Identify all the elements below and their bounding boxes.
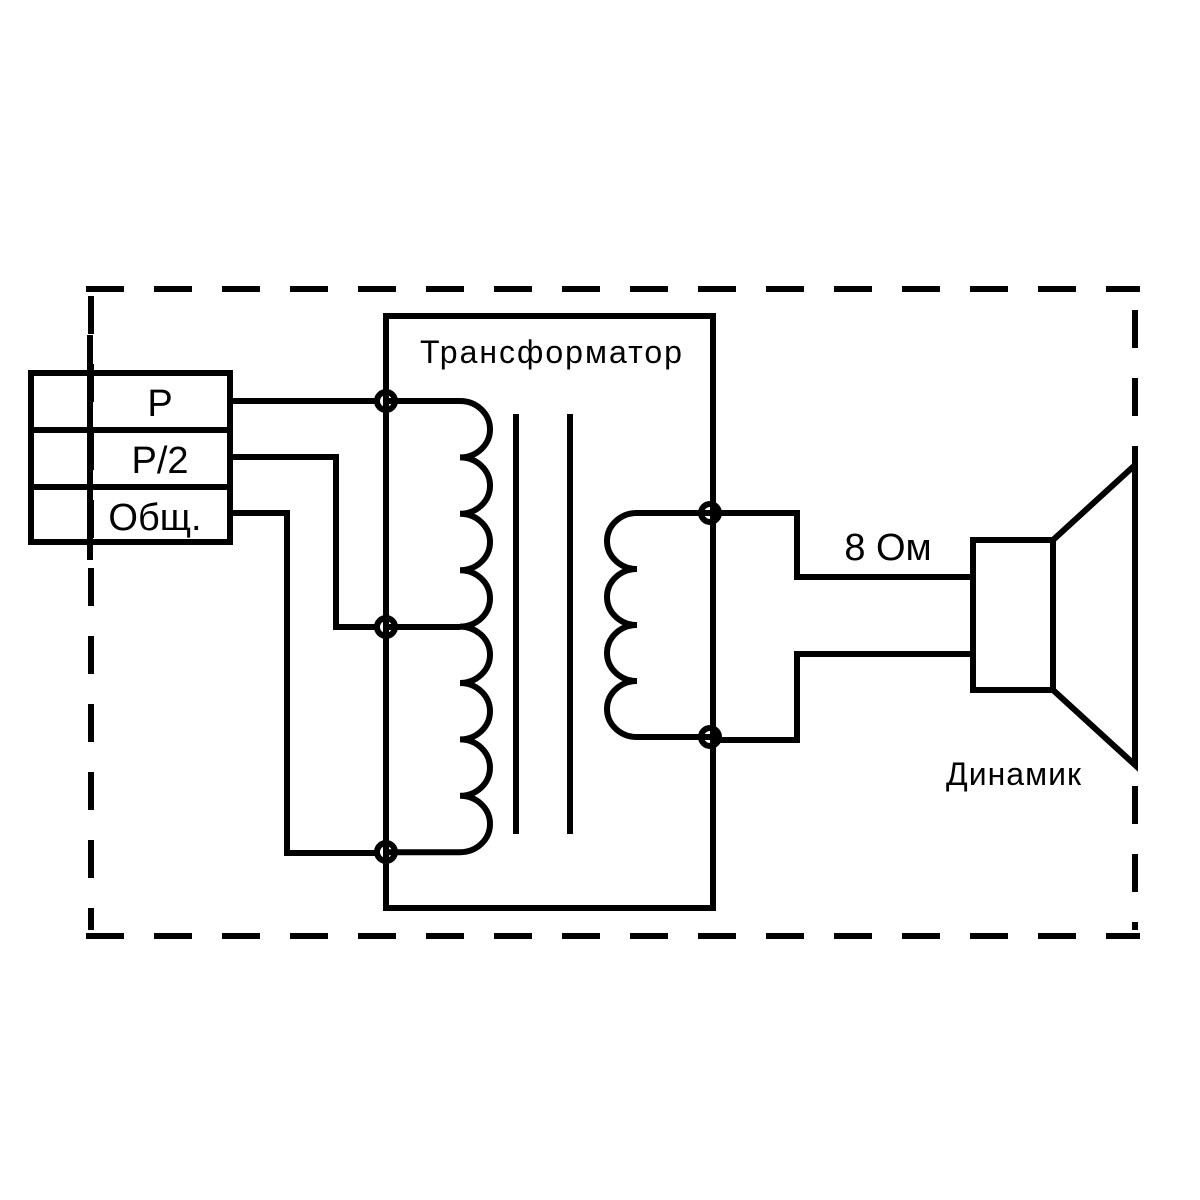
speaker-icon: Динамик [946,458,1138,792]
transformer-title: Трансформатор [420,334,684,370]
speaker-label: Динамик [946,756,1082,792]
terminal-label-p-half: P/2 [131,440,188,482]
primary-winding [386,398,493,856]
junction-common [374,840,398,864]
impedance-label: 8 Ом [844,527,931,569]
input-wires [230,398,375,856]
junction-p [374,389,398,413]
terminal-label-common: Общ. [108,497,201,539]
secondary-winding [604,510,713,740]
terminal-label-p: P [147,383,172,425]
transformer-box: Трансформатор [383,313,716,911]
output-wires: 8 Ом [713,510,973,743]
junction-p-half [374,615,398,639]
transformer-core [513,414,573,834]
terminal-block: P P/2 Общ. [28,335,233,560]
